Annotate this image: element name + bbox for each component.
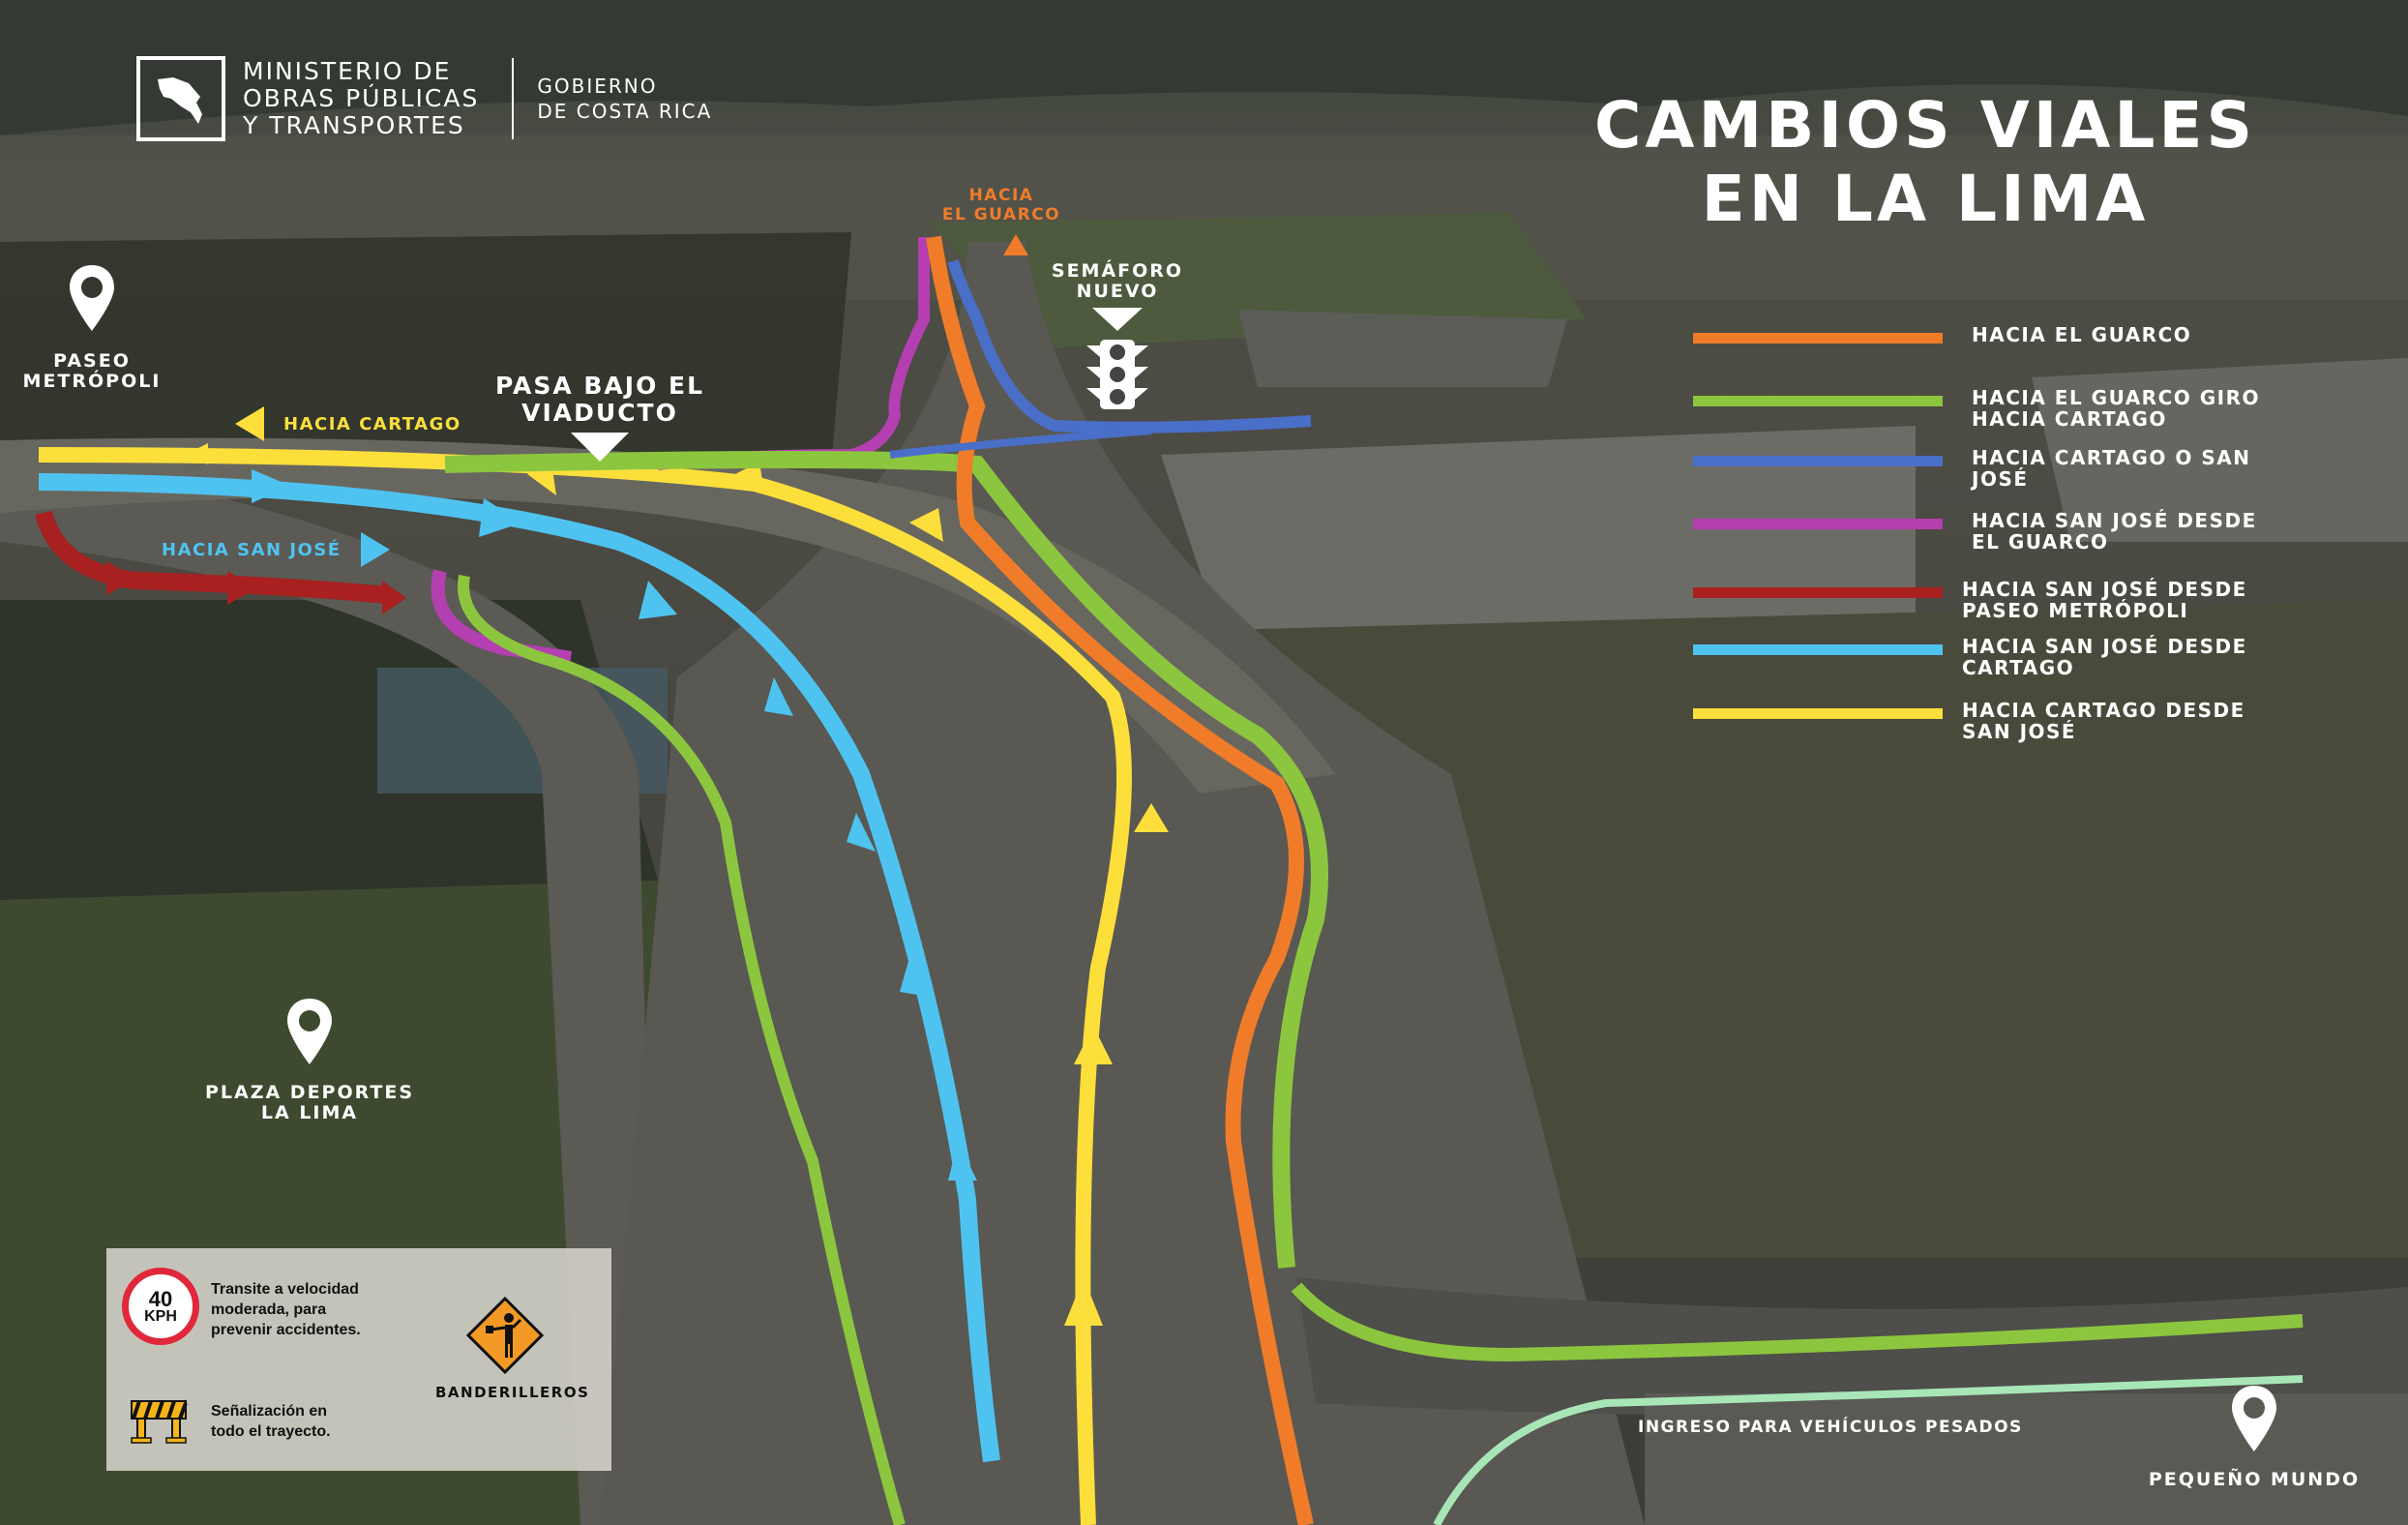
legend-item-green: HACIA EL GUARCO GIRO HACIA CARTAGO xyxy=(1693,387,2291,430)
route-red xyxy=(35,510,388,604)
costa-rica-map-icon xyxy=(136,56,225,141)
legend-swatch xyxy=(1693,708,1943,719)
arrow-down-icon xyxy=(571,433,629,462)
legend-swatch xyxy=(1693,396,1943,406)
road-barrier-icon xyxy=(131,1400,188,1444)
speed-limit-icon: 40 KPH xyxy=(122,1268,199,1345)
map-pin-icon xyxy=(287,999,332,1064)
flagger-label: BANDERILLEROS xyxy=(435,1384,590,1401)
arrow-left-icon xyxy=(235,406,264,441)
landmark-paseo-metropoli[interactable]: PASEO METRÓPOLI xyxy=(19,263,164,392)
logo-divider xyxy=(512,58,515,139)
landmark-pequeno-mundo[interactable]: PEQUEÑO MUNDO xyxy=(2148,1384,2361,1490)
legend-item-red: HACIA SAN JOSÉ DESDE PASEO METRÓPOLI xyxy=(1693,579,2281,621)
legend-swatch xyxy=(1693,456,1943,466)
arrow-up-icon xyxy=(1003,234,1028,255)
route-green-lower xyxy=(1291,1282,2304,1362)
direction-hacia-cartago: HACIA CARTAGO xyxy=(235,406,461,441)
legend-item-cyan: HACIA SAN JOSÉ DESDE CARTAGO xyxy=(1693,636,2281,678)
page-title: CAMBIOS VIALES EN LA LIMA xyxy=(1593,88,2257,236)
ministry-name: MINISTERIO DE OBRAS PÚBLICAS Y TRANSPORT… xyxy=(243,57,480,139)
map-pin-icon xyxy=(70,265,114,331)
legend-item-yellow: HACIA CARTAGO DESDE SAN JOSÉ xyxy=(1693,700,2281,742)
route-mint xyxy=(1433,1375,2304,1525)
legend-swatch xyxy=(1693,644,1943,655)
speed-advice-text: Transite a velocidad moderada, para prev… xyxy=(211,1281,361,1338)
signage-text: Señalización en todo el trayecto. xyxy=(211,1403,331,1440)
route-cyan xyxy=(38,473,1000,1463)
legend-item-blue: HACIA CARTAGO O SAN JOSÉ xyxy=(1693,447,2291,490)
annotation-ingreso-pesados: INGRESO PARA VEHÍCULOS PESADOS xyxy=(1638,1418,2023,1437)
safety-info-box: 40 KPH Transite a velocidad moderada, pa… xyxy=(106,1248,611,1471)
legend-item-purple: HACIA SAN JOSÉ DESDE EL GUARCO xyxy=(1693,510,2291,553)
annotation-semaforo-nuevo: SEMÁFORO NUEVO xyxy=(1045,261,1190,409)
direction-hacia-el-guarco: HACIA EL GUARCO xyxy=(934,186,1069,262)
legend-swatch xyxy=(1693,333,1943,344)
legend-item-orange: HACIA EL GUARCO xyxy=(1693,324,2291,345)
annotation-pasa-bajo-viaducto: PASA BAJO EL VIADUCTO xyxy=(484,373,716,468)
flagger-sign-icon xyxy=(466,1297,544,1374)
arrow-down-icon xyxy=(1092,308,1143,331)
arrow-right-icon xyxy=(360,532,390,567)
legend-swatch xyxy=(1693,519,1943,529)
map-pin-icon xyxy=(2232,1386,2276,1451)
traffic-light-icon xyxy=(1086,340,1148,409)
route-orange xyxy=(926,235,1314,1525)
direction-hacia-san-jose: HACIA SAN JOSÉ xyxy=(162,532,390,567)
landmark-plaza-deportes[interactable]: PLAZA DEPORTES LA LIMA xyxy=(193,997,426,1123)
route-blue xyxy=(947,259,1312,434)
ministry-logo: MINISTERIO DE OBRAS PÚBLICAS Y TRANSPORT… xyxy=(136,56,712,141)
legend-swatch xyxy=(1693,587,1943,598)
government-name: GOBIERNO DE COSTA RICA xyxy=(537,75,713,123)
route-green xyxy=(444,451,1328,1269)
